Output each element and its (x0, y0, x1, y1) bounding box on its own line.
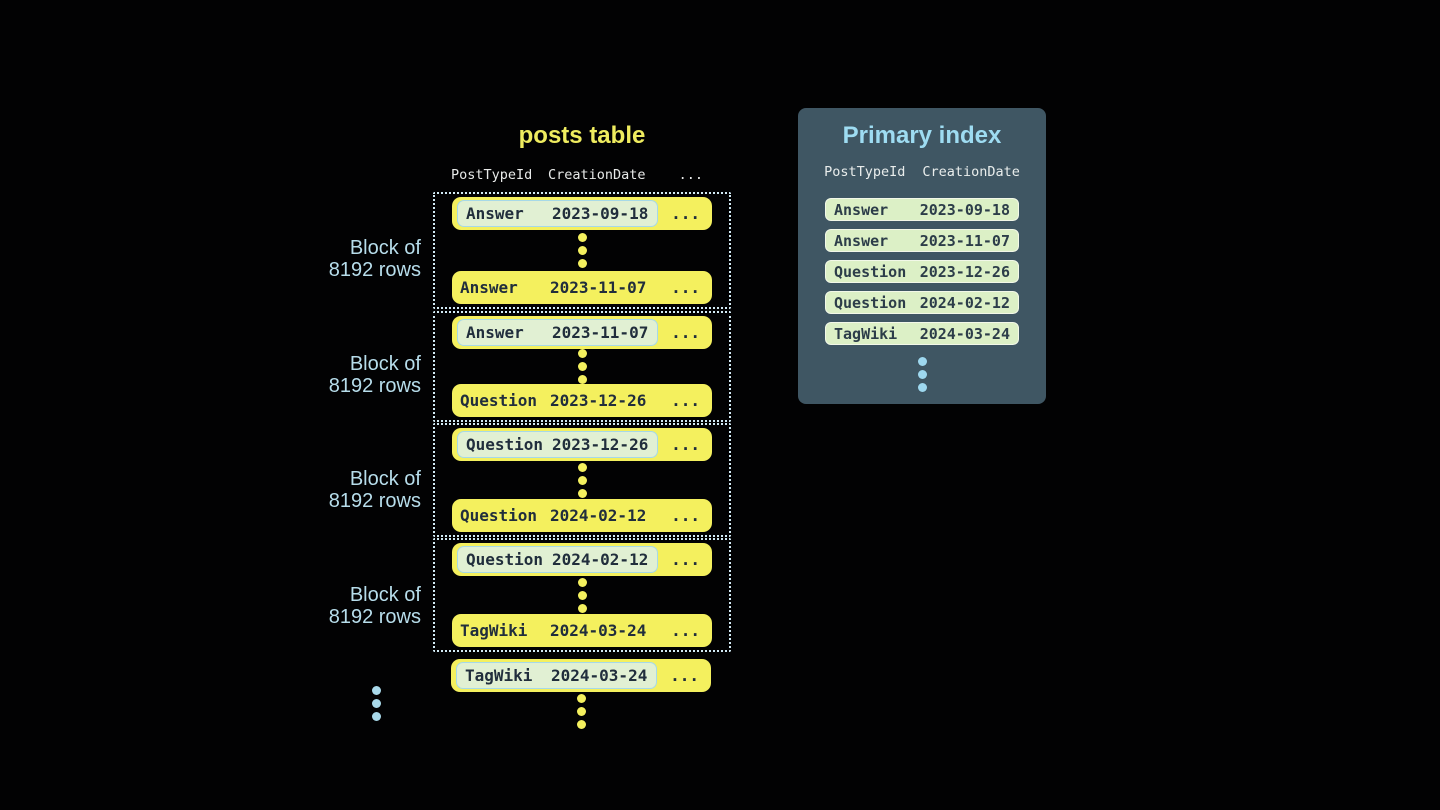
primary-index-rows: Answer 2023-09-18 Answer 2023-11-07 Ques… (798, 198, 1046, 345)
cell-ellipsis: ... (671, 506, 700, 525)
posts-block-4: Question 2024-02-12 ... TagWiki 2024-03-… (433, 538, 731, 652)
cell-creationdate: 2024-03-24 (550, 621, 647, 640)
table-row-overflow: TagWiki 2024-03-24 ... (451, 659, 711, 692)
cell-posttypeid: Question (834, 293, 907, 312)
cell-creationdate: 2023-12-26 (919, 262, 1010, 281)
ellipsis-dots-yellow (577, 577, 587, 613)
cell-posttypeid: TagWiki (834, 324, 898, 343)
column-header-ellipsis: ... (678, 167, 703, 183)
highlighted-index-cells: Answer 2023-11-07 (457, 319, 658, 346)
ellipsis-dots-blue (798, 357, 1046, 392)
index-row: Question 2024-02-12 (825, 291, 1019, 314)
cell-posttypeid: Question (466, 435, 544, 454)
column-header-creationdate: CreationDate (922, 164, 1020, 180)
block-label-line1: Block of (349, 237, 421, 259)
posts-table-title: posts table (518, 122, 646, 149)
index-row: Question 2023-12-26 (825, 260, 1019, 283)
cell-creationdate: 2023-11-07 (919, 231, 1010, 250)
cell-creationdate: 2023-12-26 (550, 391, 647, 410)
posts-table-column-headers: PostTypeId CreationDate ... (451, 167, 711, 183)
cell-posttypeid: Answer (460, 278, 518, 297)
table-row: Answer 2023-11-07 ... (452, 271, 712, 304)
ellipsis-dots-yellow (577, 694, 586, 729)
primary-index-column-headers: PostTypeId CreationDate (798, 164, 1046, 180)
cell-posttypeid: Answer (834, 200, 889, 219)
table-row: Question 2024-02-12 ... (452, 499, 712, 532)
cell-posttypeid: Question (466, 550, 544, 569)
posts-block-3: Question 2023-12-26 ... Question 2024-02… (433, 423, 731, 537)
ellipsis-dots-yellow (577, 233, 587, 268)
ellipsis-dots-yellow (577, 462, 587, 498)
table-row: Answer 2023-09-18 ... (452, 197, 712, 230)
table-row: Question 2023-12-26 ... (452, 384, 712, 417)
block-label-line2: 8192 rows (328, 374, 421, 397)
cell-posttypeid: Answer (834, 231, 889, 250)
ellipsis-dots-blue (372, 686, 381, 721)
primary-index-panel: Primary index PostTypeId CreationDate An… (798, 108, 1046, 404)
table-row: Answer 2023-11-07 ... (452, 316, 712, 349)
cell-ellipsis: ... (671, 323, 700, 342)
highlighted-index-cells: Answer 2023-09-18 (457, 200, 658, 227)
index-row: Answer 2023-09-18 (825, 198, 1019, 221)
cell-ellipsis: ... (671, 435, 700, 454)
cell-creationdate: 2023-09-18 (919, 200, 1010, 219)
cell-creationdate: 2023-11-07 (552, 323, 649, 342)
cell-creationdate: 2024-02-12 (550, 506, 647, 525)
posts-block-1: Answer 2023-09-18 ... Answer 2023-11-07 … (433, 192, 731, 309)
cell-posttypeid: Answer (466, 204, 524, 223)
index-row: Answer 2023-11-07 (825, 229, 1019, 252)
column-header-posttypeid: PostTypeId (451, 167, 533, 183)
block-label-line2: 8192 rows (328, 489, 421, 512)
block-label-line1: Block of (349, 353, 421, 375)
block-label-line1: Block of (349, 468, 421, 490)
block-label-2: Block of 8192 rows (271, 353, 421, 397)
table-row: Question 2024-02-12 ... (452, 543, 712, 576)
block-label-line2: 8192 rows (328, 258, 421, 281)
cell-creationdate: 2023-09-18 (552, 204, 649, 223)
block-label-3: Block of 8192 rows (271, 468, 421, 512)
cell-posttypeid: Question (460, 391, 538, 410)
cell-creationdate: 2024-02-12 (919, 293, 1010, 312)
cell-creationdate: 2024-03-24 (919, 324, 1010, 343)
block-label-4: Block of 8192 rows (271, 584, 421, 628)
column-header-creationdate: CreationDate (548, 167, 646, 183)
column-header-posttypeid: PostTypeId (824, 164, 906, 180)
table-row: TagWiki 2024-03-24 ... (452, 614, 712, 647)
cell-ellipsis: ... (670, 666, 699, 685)
cell-ellipsis: ... (671, 204, 700, 223)
cell-ellipsis: ... (671, 278, 700, 297)
highlighted-index-cells: TagWiki 2024-03-24 (456, 662, 657, 689)
highlighted-index-cells: Question 2024-02-12 (457, 546, 658, 573)
cell-posttypeid: TagWiki (465, 666, 533, 685)
block-label-1: Block of 8192 rows (271, 237, 421, 281)
cell-creationdate: 2024-03-24 (551, 666, 648, 685)
cell-ellipsis: ... (671, 621, 700, 640)
cell-creationdate: 2024-02-12 (552, 550, 649, 569)
index-row: TagWiki 2024-03-24 (825, 322, 1019, 345)
highlighted-index-cells: Question 2023-12-26 (457, 431, 658, 458)
cell-creationdate: 2023-11-07 (550, 278, 647, 297)
primary-index-title: Primary index (842, 122, 1002, 149)
cell-ellipsis: ... (671, 391, 700, 410)
cell-posttypeid: Question (460, 506, 538, 525)
table-row: Question 2023-12-26 ... (452, 428, 712, 461)
cell-creationdate: 2023-12-26 (552, 435, 649, 454)
block-label-line1: Block of (349, 584, 421, 606)
posts-block-2: Answer 2023-11-07 ... Question 2023-12-2… (433, 311, 731, 422)
cell-posttypeid: TagWiki (460, 621, 528, 640)
ellipsis-dots-yellow (577, 349, 587, 384)
cell-posttypeid: Question (834, 262, 907, 281)
cell-posttypeid: Answer (466, 323, 524, 342)
block-label-line2: 8192 rows (328, 605, 421, 628)
cell-ellipsis: ... (671, 550, 700, 569)
